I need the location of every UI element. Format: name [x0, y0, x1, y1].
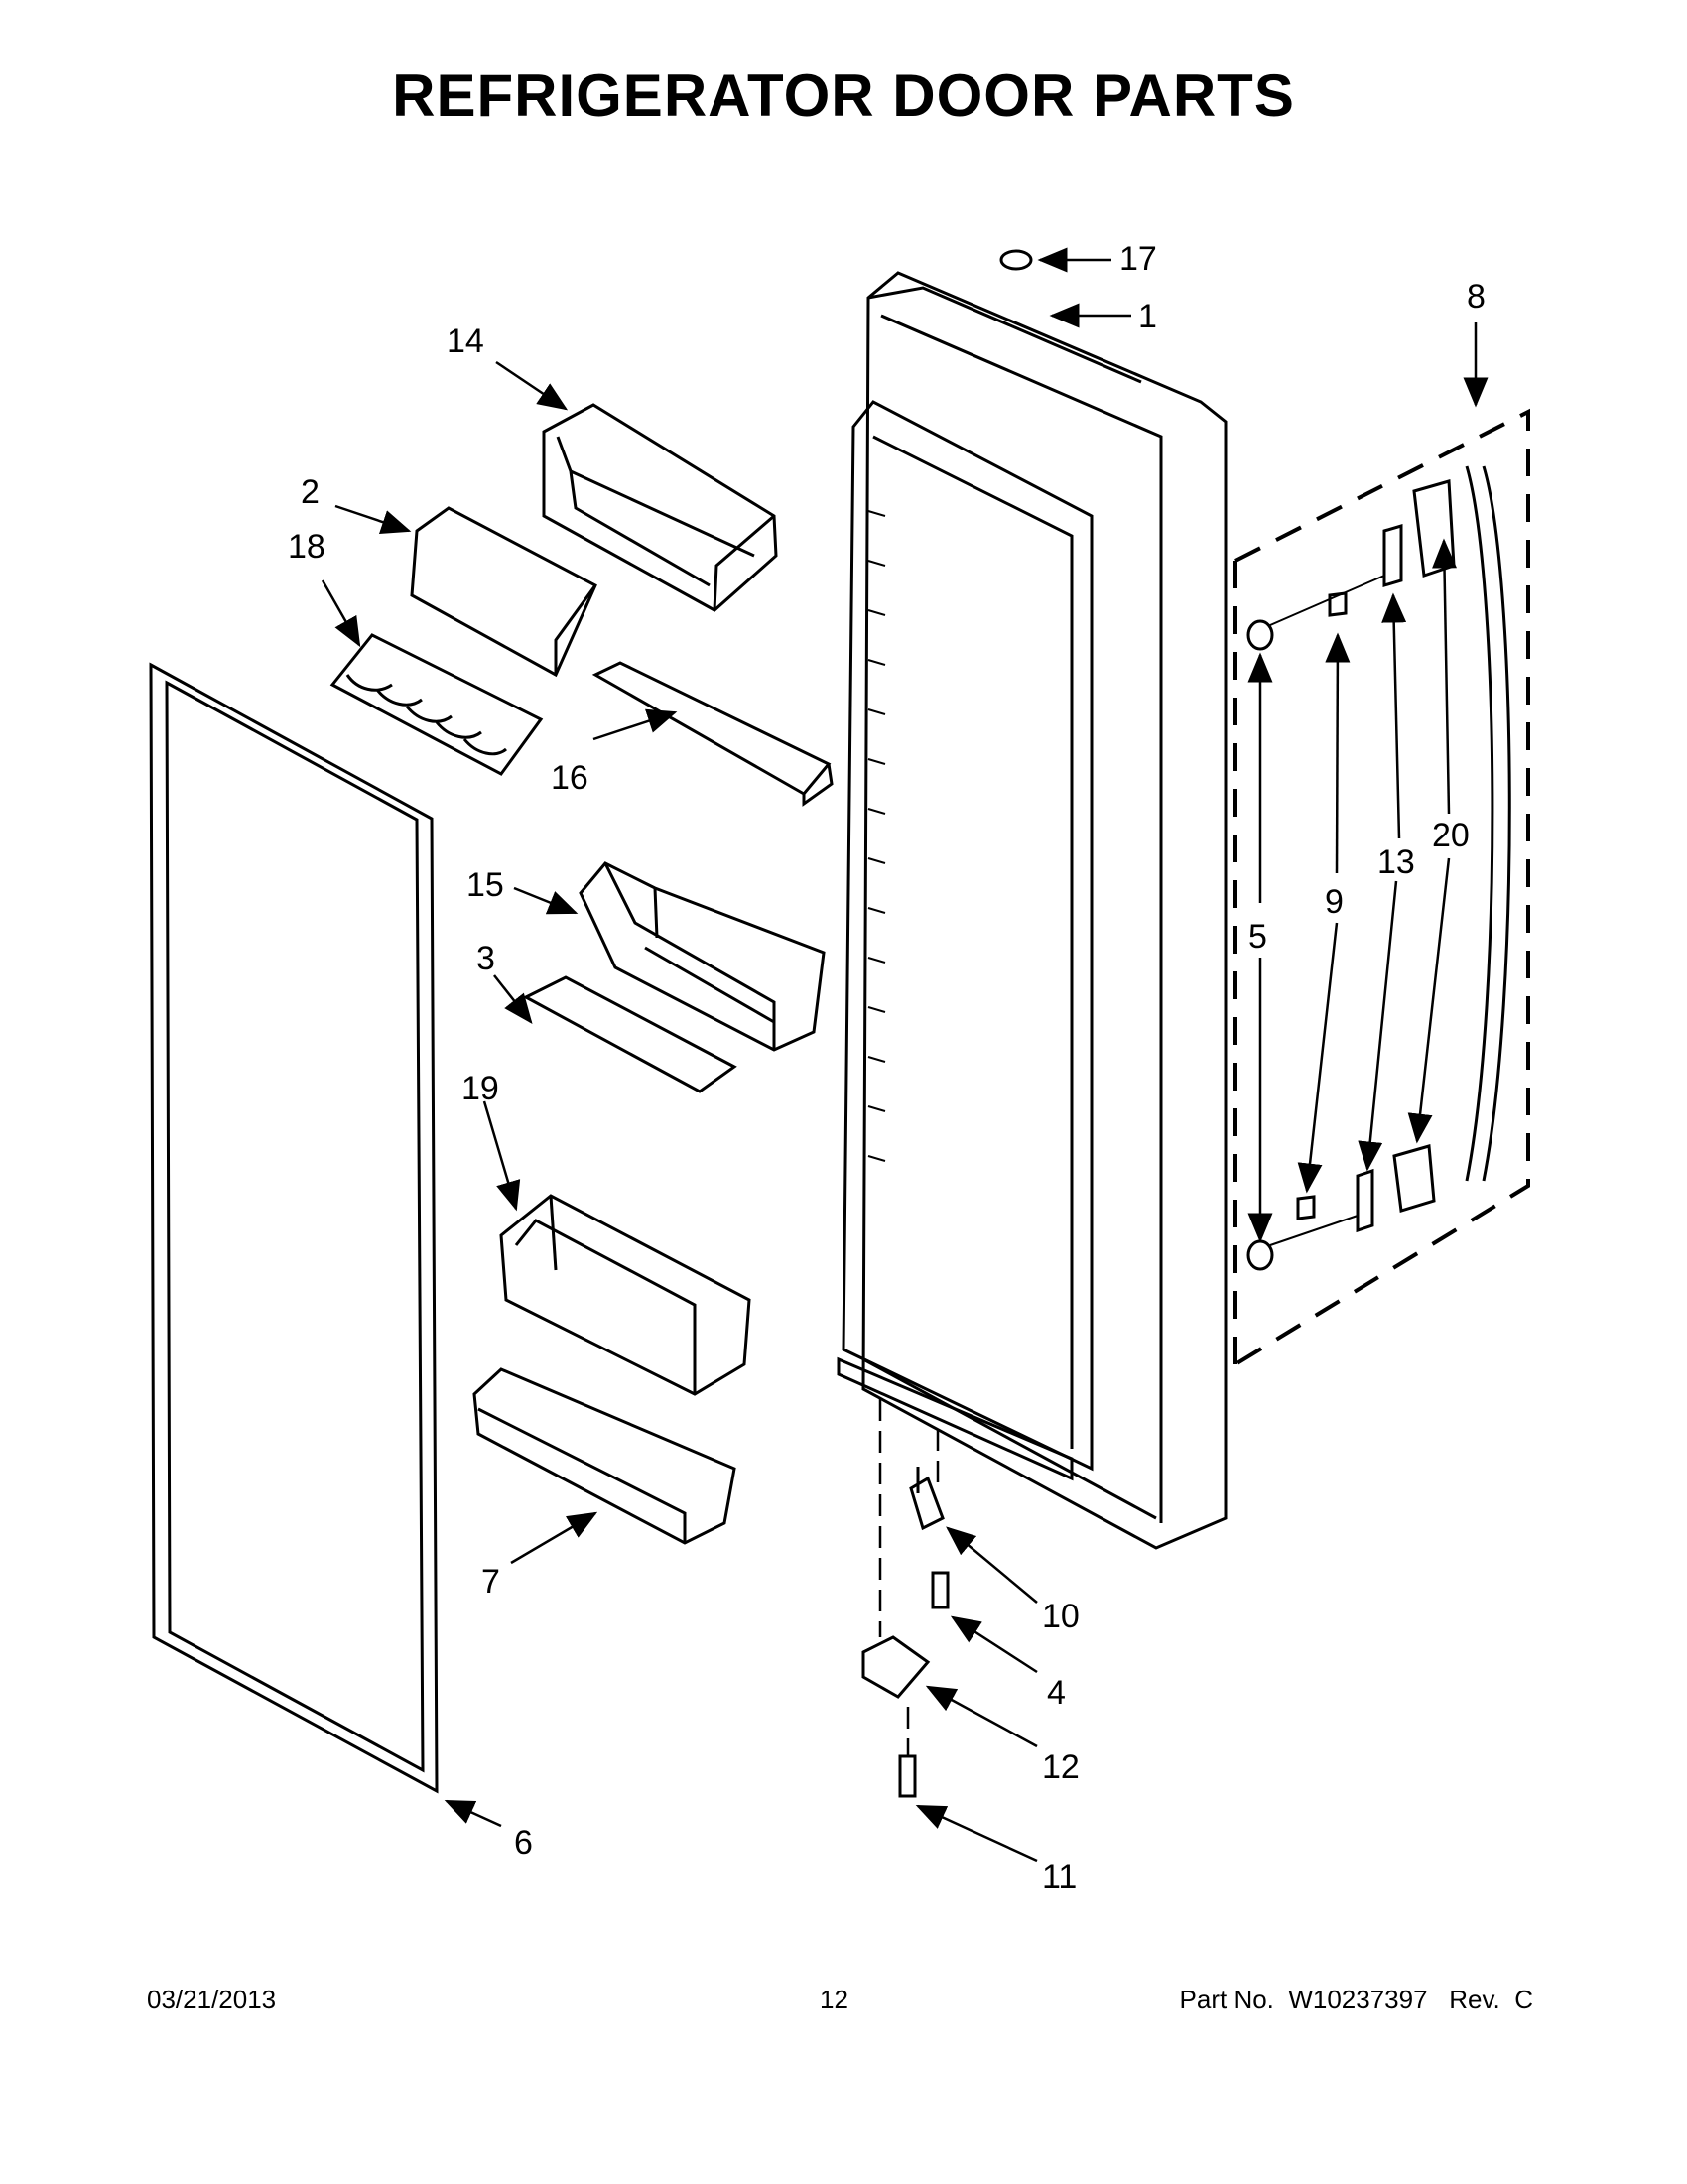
- callout-13: 13: [1377, 843, 1415, 881]
- callout-20: 20: [1432, 817, 1470, 854]
- callout-16: 16: [551, 759, 588, 797]
- footer-page-number: 12: [820, 1985, 848, 2014]
- callout-2: 2: [301, 473, 320, 511]
- callout-10: 10: [1042, 1598, 1080, 1635]
- gallon-bin-part-19: [499, 1194, 751, 1396]
- callout-17: 17: [1119, 240, 1157, 278]
- handle-kit-part-8: [1233, 408, 1530, 1366]
- handle-kit-assembly-lines: [1269, 575, 1385, 1246]
- callout-9: 9: [1325, 883, 1344, 921]
- callout-8: 8: [1467, 278, 1486, 316]
- footer-date: 03/21/2013: [147, 1985, 277, 2014]
- hinge-pin-part-10: [909, 1467, 945, 1531]
- callout-15: 15: [466, 866, 504, 904]
- callout-14: 14: [447, 322, 484, 360]
- callout-1: 1: [1138, 298, 1157, 335]
- hinge-plate-part-12: [861, 1635, 931, 1699]
- callout-3: 3: [476, 940, 495, 977]
- leader-arrows: [321, 247, 1489, 1863]
- callout-19: 19: [461, 1070, 499, 1107]
- screw-part-4: [931, 1571, 950, 1609]
- dairy-compartment-part-14: [542, 403, 778, 612]
- callout-numbers: 17 1 14 2 18 16 15 3 19 7 6 10 4 12 11 8…: [288, 240, 1486, 1896]
- screw-part-11: [898, 1754, 917, 1798]
- callout-7: 7: [481, 1563, 500, 1601]
- footer-part-number: Part No. W10237397 Rev. C: [1179, 1985, 1533, 2014]
- door-gasket-part-6: [149, 662, 439, 1794]
- utility-bin-part-16: [591, 661, 834, 807]
- handle-part-20: [1392, 465, 1511, 1213]
- callout-11: 11: [1042, 1859, 1077, 1896]
- plug-part-17: [999, 249, 1033, 271]
- callout-12: 12: [1042, 1748, 1080, 1786]
- callout-4: 4: [1047, 1674, 1066, 1712]
- dairy-door-part-2: [410, 506, 597, 678]
- door-bin-part-15: [579, 861, 826, 1052]
- callout-6: 6: [514, 1824, 533, 1862]
- egg-tray-part-18: [329, 633, 544, 776]
- handle-mount-part-13: [1356, 523, 1403, 1233]
- page-title: REFRIGERATOR DOOR PARTS: [392, 63, 1295, 129]
- shelf-clip-column: [867, 510, 886, 1162]
- hinge-axis-lines: [878, 1399, 940, 1756]
- shelf-insert-part-3: [522, 975, 737, 1093]
- door-assembly-part-1: [837, 271, 1228, 1550]
- door-bin-part-7: [472, 1367, 736, 1545]
- callout-18: 18: [288, 528, 325, 566]
- callout-5: 5: [1248, 918, 1267, 956]
